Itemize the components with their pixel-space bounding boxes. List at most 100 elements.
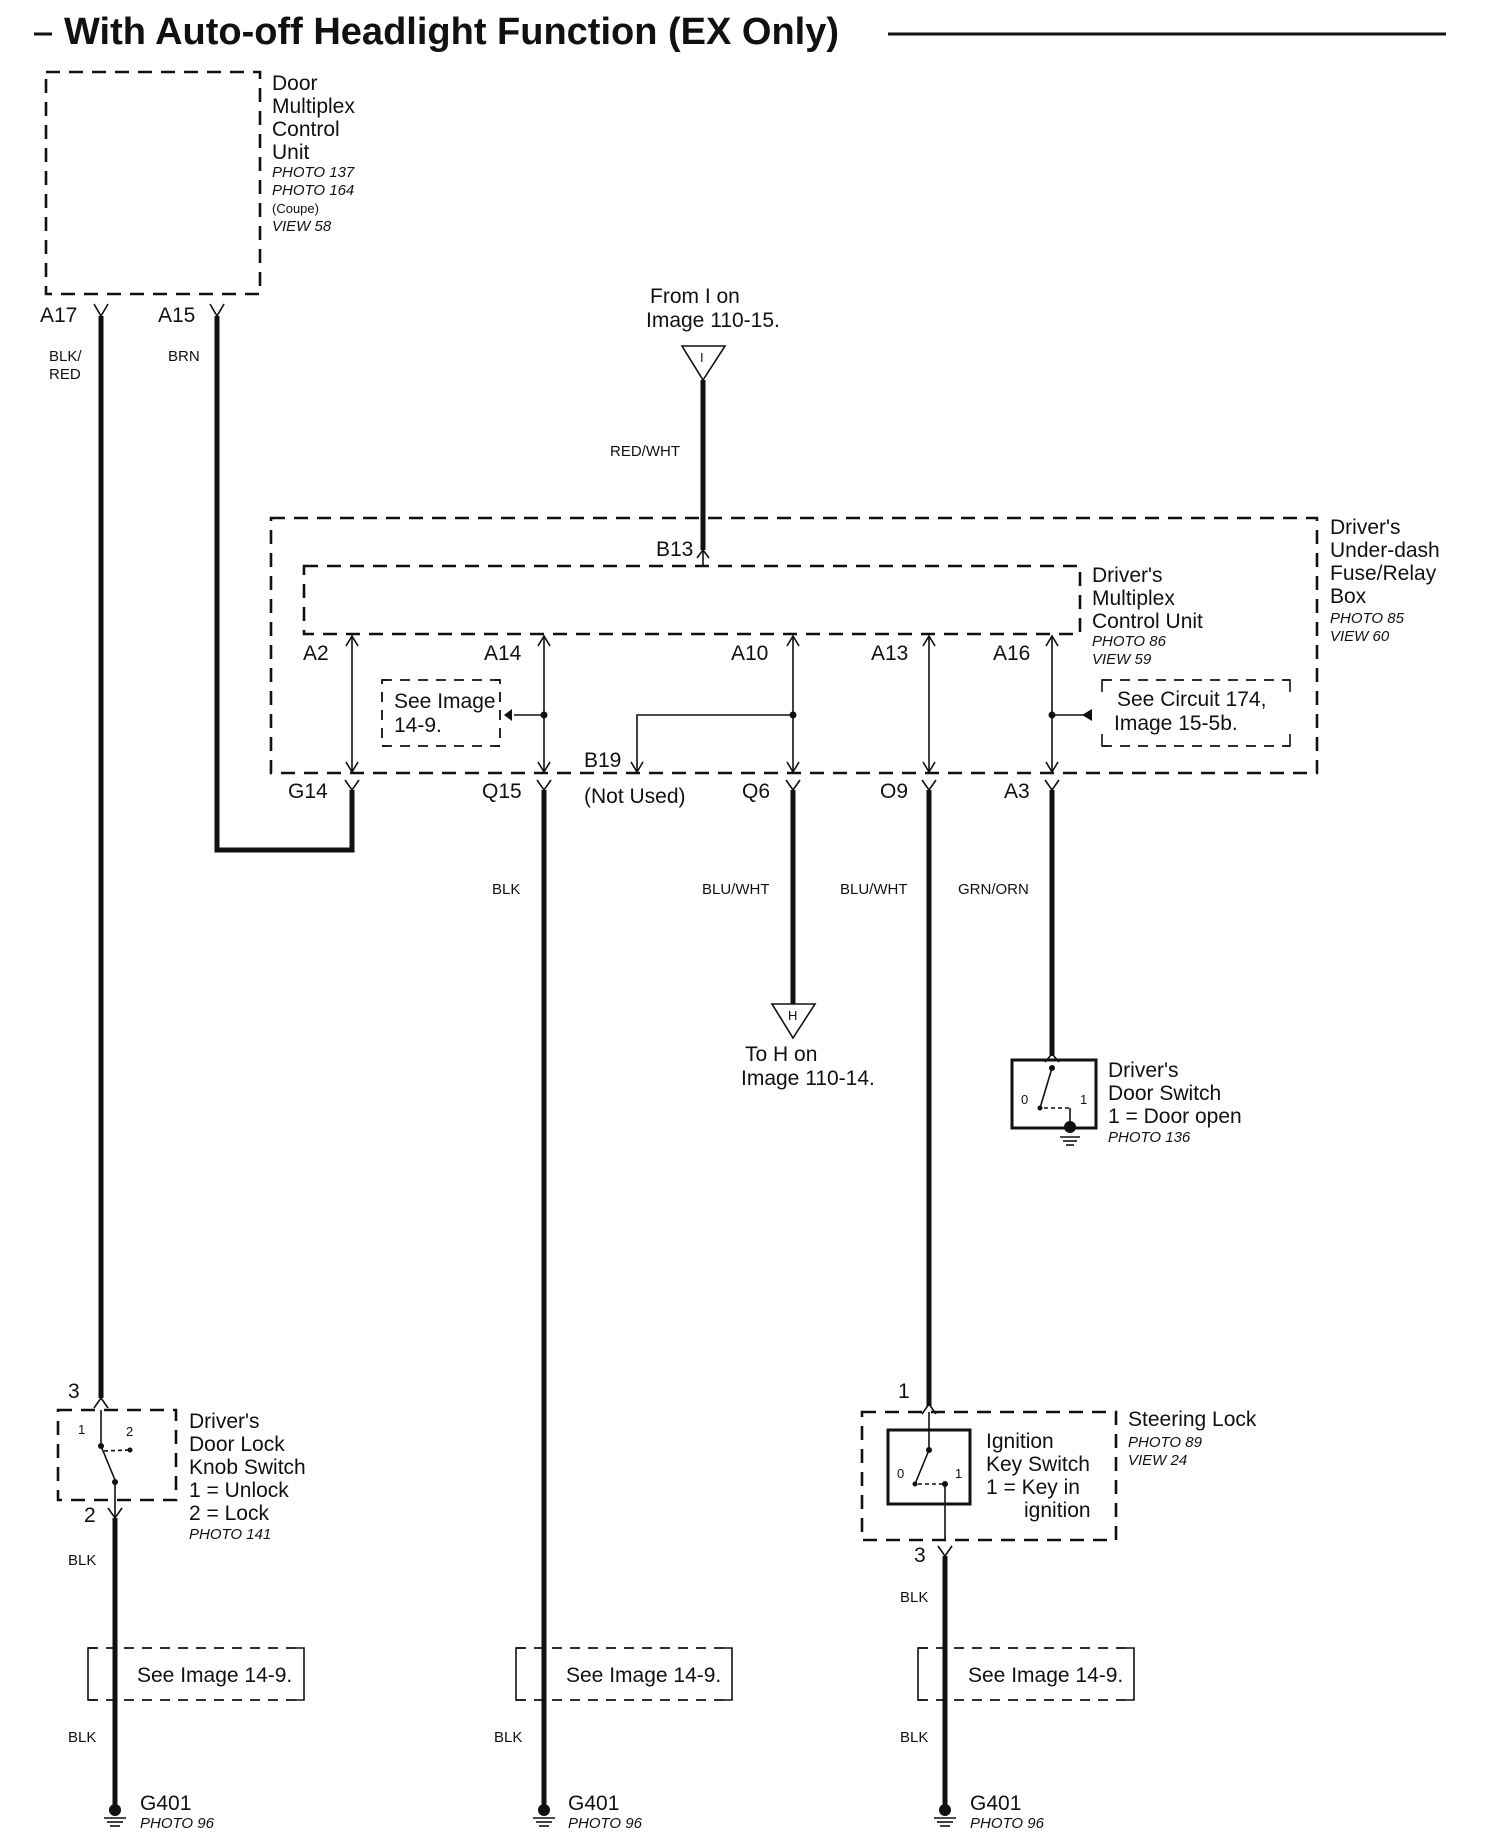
connector-arrow-a15-icon [209,303,225,318]
to-connector-line-1: To H on [745,1043,817,1066]
ignition-inner-2: Key Switch [986,1453,1090,1476]
steering-lock-ref-1: PHOTO 89 [1128,1434,1203,1451]
connector-arrow-o9-icon [921,779,937,792]
offpage-connector-h-icon [770,1003,817,1040]
door-switch-symbol-icon [1037,1065,1071,1124]
driver-multiplex-name-2: Multiplex [1092,587,1175,610]
wire-label-blu-wht-q6: BLU/WHT [702,881,770,898]
fuse-box-name-4: Box [1330,585,1367,608]
internal-lead-a14-q15 [537,634,551,774]
knob-switch-name-5: 2 = Lock [189,1502,269,1525]
driver-multiplex-unit-box [302,564,1082,636]
door-multiplex-ref-1: PHOTO 137 [272,164,355,181]
connector-arrow-q15-icon [536,779,552,792]
wire-label-red-wht: RED/WHT [610,443,680,460]
pin-q6-label: Q6 [742,780,770,803]
connector-arrow-a17-icon [93,303,109,318]
connector-arrow-b19-icon [630,761,644,774]
ref-bottom-1-text: See Image 14-9. [137,1664,292,1687]
steering-lock-box [860,1410,1118,1542]
door-switch-pos1: 1 [1080,1092,1087,1107]
wire-label-blk-knob-1: BLK [68,1552,96,1569]
internal-lead-a13-o9 [922,634,936,774]
wire-label-blk-red-2: RED [49,366,81,383]
fuse-box-name-3: Fuse/Relay [1330,562,1437,585]
fuse-box-name-2: Under-dash [1330,539,1440,562]
door-multiplex-name-4: Unit [272,141,310,164]
ignition-switch-pos1: 1 [955,1466,962,1481]
wire-label-brn: BRN [168,348,200,365]
door-switch-name-2: Door Switch [1108,1082,1221,1105]
door-multiplex-name-3: Control [272,118,340,141]
connector-arrow-steering-top-icon [921,1402,937,1415]
pin-b13-label: B13 [656,538,693,561]
ref-box-bottom-1 [87,1647,305,1701]
pin-b19-label: B19 [584,749,621,772]
door-switch-pos0: 0 [1021,1092,1028,1107]
door-multiplex-ref-3: (Coupe) [272,201,319,216]
ground-1-icon [104,1804,126,1827]
knob-switch-pos2: 2 [126,1424,133,1439]
ignition-switch-pos0: 0 [897,1466,904,1481]
b19-not-used: (Not Used) [584,785,686,808]
ref-see-14-9-line-1: See Image [394,690,496,713]
ref-see-circuit-line-1: See Circuit 174, [1117,688,1266,711]
door-switch-box [1010,1058,1098,1130]
from-connector-line-2: Image 110-15. [646,309,780,332]
wire-label-blk-q15: BLK [492,881,520,898]
connector-arrow-g14-icon [344,779,360,792]
wire-label-blk-knob-2: BLK [68,1729,96,1746]
driver-multiplex-name-1: Driver's [1092,564,1163,587]
ref-see-circuit-line-2: Image 15-5b. [1114,712,1238,735]
ref-bottom-3-text: See Image 14-9. [968,1664,1123,1687]
pin-a2-label: A2 [303,642,329,665]
fuse-box-name-1: Driver's [1330,516,1401,539]
wire-label-blk-q15-2: BLK [494,1729,522,1746]
internal-lead-a10-q6 [786,634,800,774]
pin-o9-label: O9 [880,780,908,803]
driver-multiplex-ref-1: PHOTO 86 [1092,633,1167,650]
pin-a14-label: A14 [484,642,522,665]
connector-arrow-knob-top-icon [93,1396,109,1409]
fuse-relay-box [269,516,1319,775]
ignition-inner-1: Ignition [986,1430,1054,1453]
ref-bottom-2-text: See Image 14-9. [566,1664,721,1687]
pin-a10-label: A10 [731,642,768,665]
to-connector-line-2: Image 110-14. [741,1067,875,1090]
ground-1-name: G401 [140,1792,191,1815]
ref-box-circuit-sides [1101,679,1291,747]
page-title: With Auto-off Headlight Function (EX Onl… [64,11,839,53]
ground-3-ref: PHOTO 96 [970,1815,1045,1832]
steering-lock-ref-2: VIEW 24 [1128,1452,1187,1469]
door-switch-name-1: Driver's [1108,1059,1179,1082]
pin-a3-label: A3 [1004,780,1030,803]
knob-switch-pos1: 1 [78,1422,85,1437]
connector-arrow-a3-icon [1044,779,1060,792]
wire-label-blk-steering-1: BLK [900,1589,928,1606]
door-switch-ground-icon [1060,1121,1080,1146]
pin-a17-label: A17 [40,304,77,327]
ground-2-name: G401 [568,1792,619,1815]
ground-3-icon [934,1804,956,1827]
door-switch-ref: PHOTO 136 [1108,1129,1191,1146]
wire-label-blk-steering-2: BLK [900,1729,928,1746]
knob-switch-ref: PHOTO 141 [189,1526,271,1543]
ref-box-bottom-2 [515,1647,733,1701]
knob-switch-pin-top: 3 [68,1380,80,1403]
driver-multiplex-name-3: Control Unit [1092,610,1203,633]
ref-see-14-9-line-2: 14-9. [394,714,442,737]
internal-lead-a16-a3 [1045,634,1059,774]
arrowhead-see-circuit-icon [1082,709,1092,721]
knob-switch-symbol-icon [98,1410,133,1500]
driver-multiplex-ref-2: VIEW 59 [1092,651,1152,668]
ground-2-ref: PHOTO 96 [568,1815,643,1832]
knob-switch-pin-bottom: 2 [84,1504,96,1527]
door-multiplex-unit-box [44,70,262,296]
internal-lead-a2-g14 [345,634,359,774]
steering-lock-pin-bottom: 3 [914,1544,926,1567]
fuse-box-ref-2: VIEW 60 [1330,628,1390,645]
door-multiplex-name-1: Door [272,72,318,95]
ground-3-name: G401 [970,1792,1021,1815]
knob-switch-name-3: Knob Switch [189,1456,306,1479]
